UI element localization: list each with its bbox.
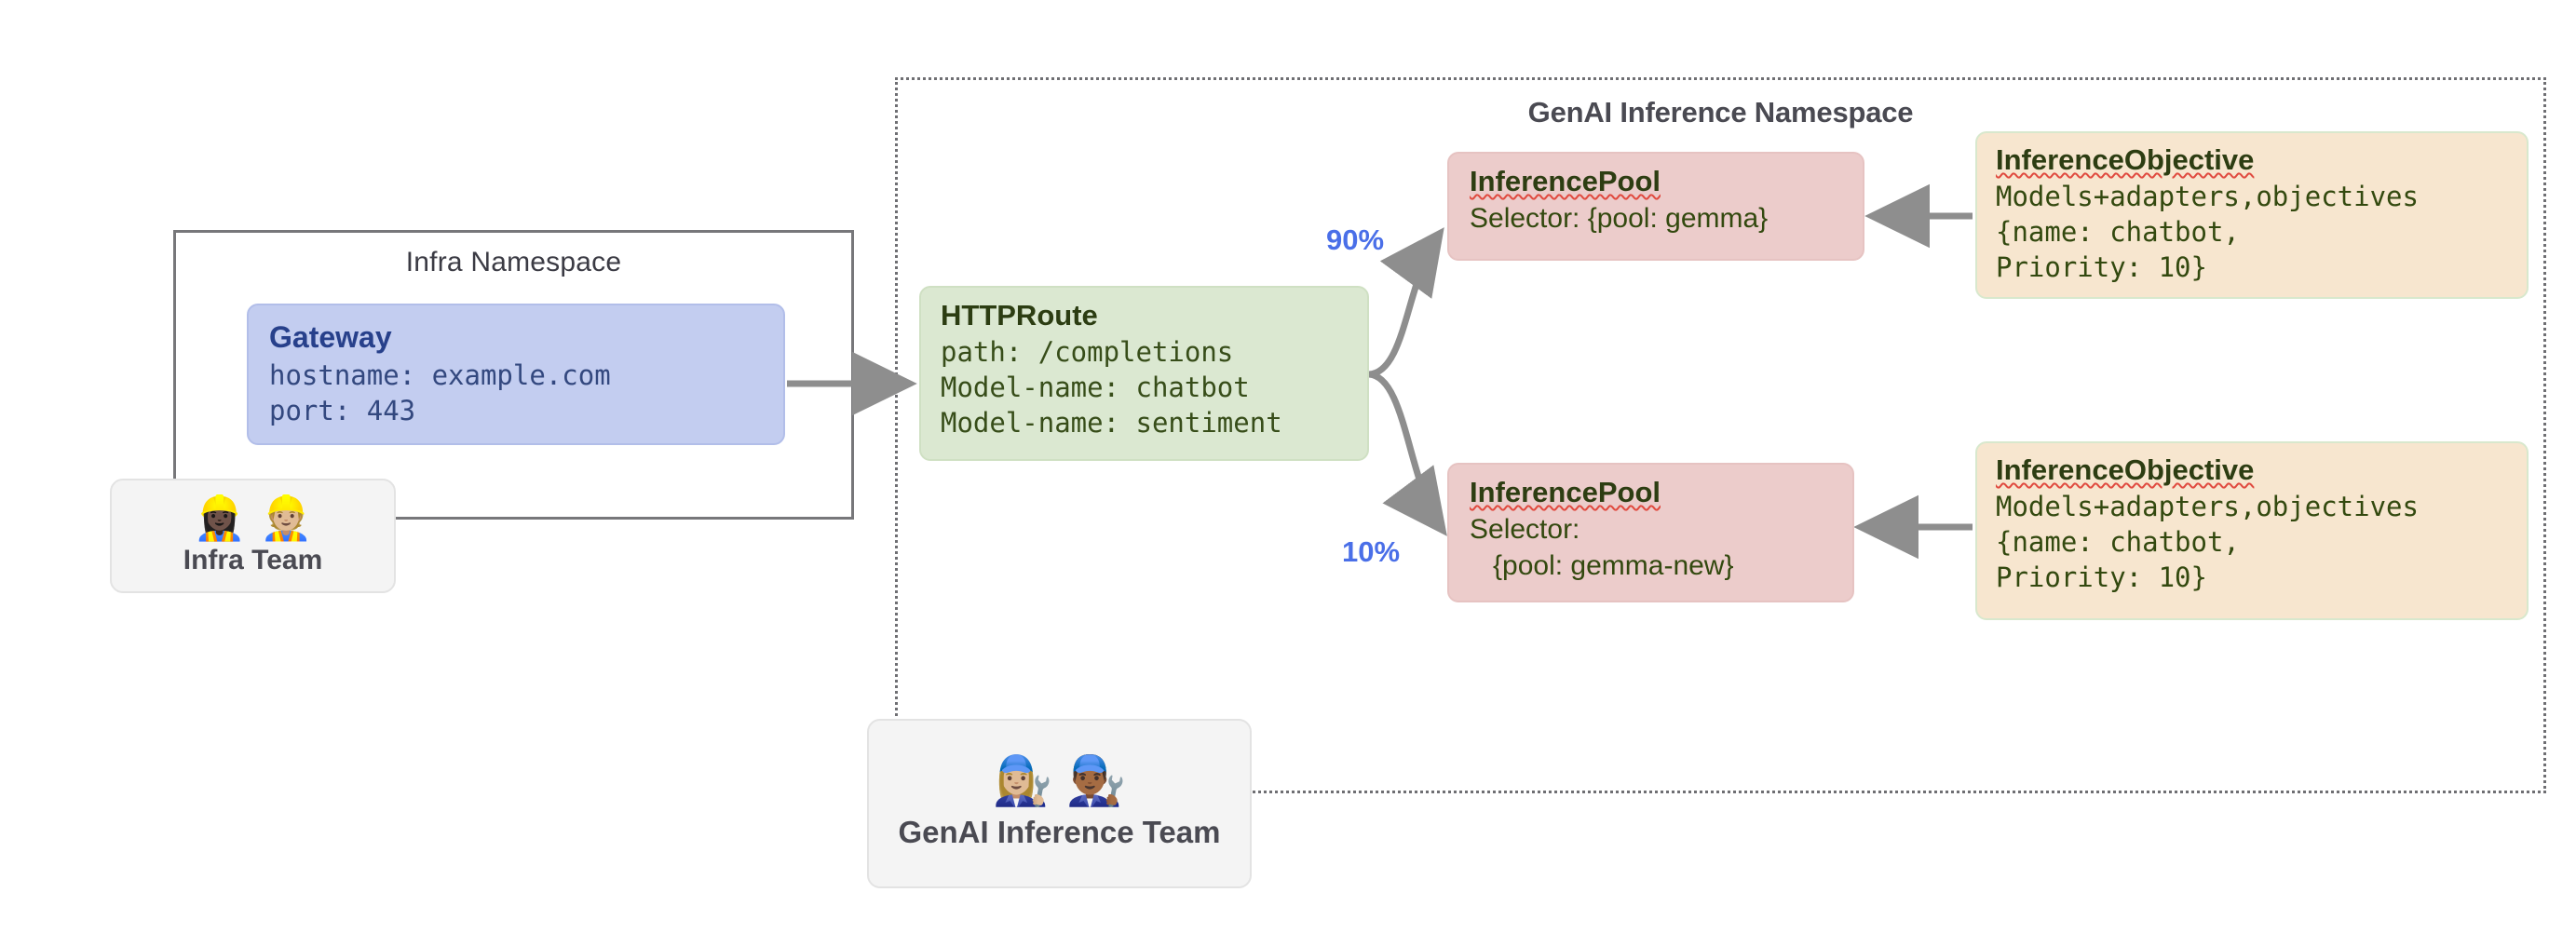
httproute-body: path: /completions Model-name: chatbot M… — [941, 335, 1282, 439]
inferenceobjective-bottom-title: InferenceObjective — [1996, 453, 2255, 486]
inferencepool-gemma-new-title: InferencePool — [1470, 476, 1661, 508]
inferenceobjective-top-title: InferenceObjective — [1996, 143, 2255, 176]
inferenceobjective-bottom-body: Models+adapters,objectives {name: chatbo… — [1996, 490, 2419, 594]
construction-worker-icon: 👷🏿‍♀️👷🏼 — [193, 493, 326, 542]
genai-namespace-boundary — [895, 77, 2546, 793]
mechanic-icon: 👩🏼‍🔧👨🏾‍🔧 — [992, 754, 1140, 808]
gateway-body: hostname: example.com port: 443 — [269, 358, 611, 427]
infra-team-card[interactable]: 👷🏿‍♀️👷🏼 Infra Team — [110, 479, 396, 593]
httproute-node[interactable]: HTTPRoute path: /completions Model-name:… — [919, 286, 1369, 461]
httproute-title: HTTPRoute — [941, 299, 1098, 331]
inferenceobjective-bottom-node[interactable]: InferenceObjective Models+adapters,objec… — [1975, 441, 2529, 620]
edge-weight-10-label: 10% — [1342, 535, 1401, 568]
inferenceobjective-top-body: Models+adapters,objectives {name: chatbo… — [1996, 180, 2419, 284]
edge-weight-90-label: 90% — [1326, 223, 1385, 256]
inferencepool-gemma-new-selector: Selector: {pool: gemma-new} — [1470, 513, 1734, 582]
inferencepool-gemma-title: InferencePool — [1470, 165, 1661, 197]
infra-team-label: Infra Team — [183, 544, 323, 575]
inferencepool-gemma-new-node[interactable]: InferencePool Selector: {pool: gemma-new… — [1447, 463, 1854, 602]
inferencepool-gemma-node[interactable]: InferencePool Selector: {pool: gemma} — [1447, 152, 1864, 261]
genai-team-label: GenAI Inference Team — [898, 815, 1221, 849]
inferencepool-gemma-selector: Selector: {pool: gemma} — [1470, 202, 1769, 234]
genai-namespace-title: GenAI Inference Namespace — [1527, 96, 1914, 128]
genai-team-card[interactable]: 👩🏼‍🔧👨🏾‍🔧 GenAI Inference Team — [867, 719, 1252, 888]
inferenceobjective-top-node[interactable]: InferenceObjective Models+adapters,objec… — [1975, 131, 2529, 299]
infra-namespace-title: Infra Namespace — [405, 247, 622, 277]
gateway-title: Gateway — [269, 320, 392, 354]
gateway-node[interactable]: Gateway hostname: example.com port: 443 — [247, 304, 785, 445]
